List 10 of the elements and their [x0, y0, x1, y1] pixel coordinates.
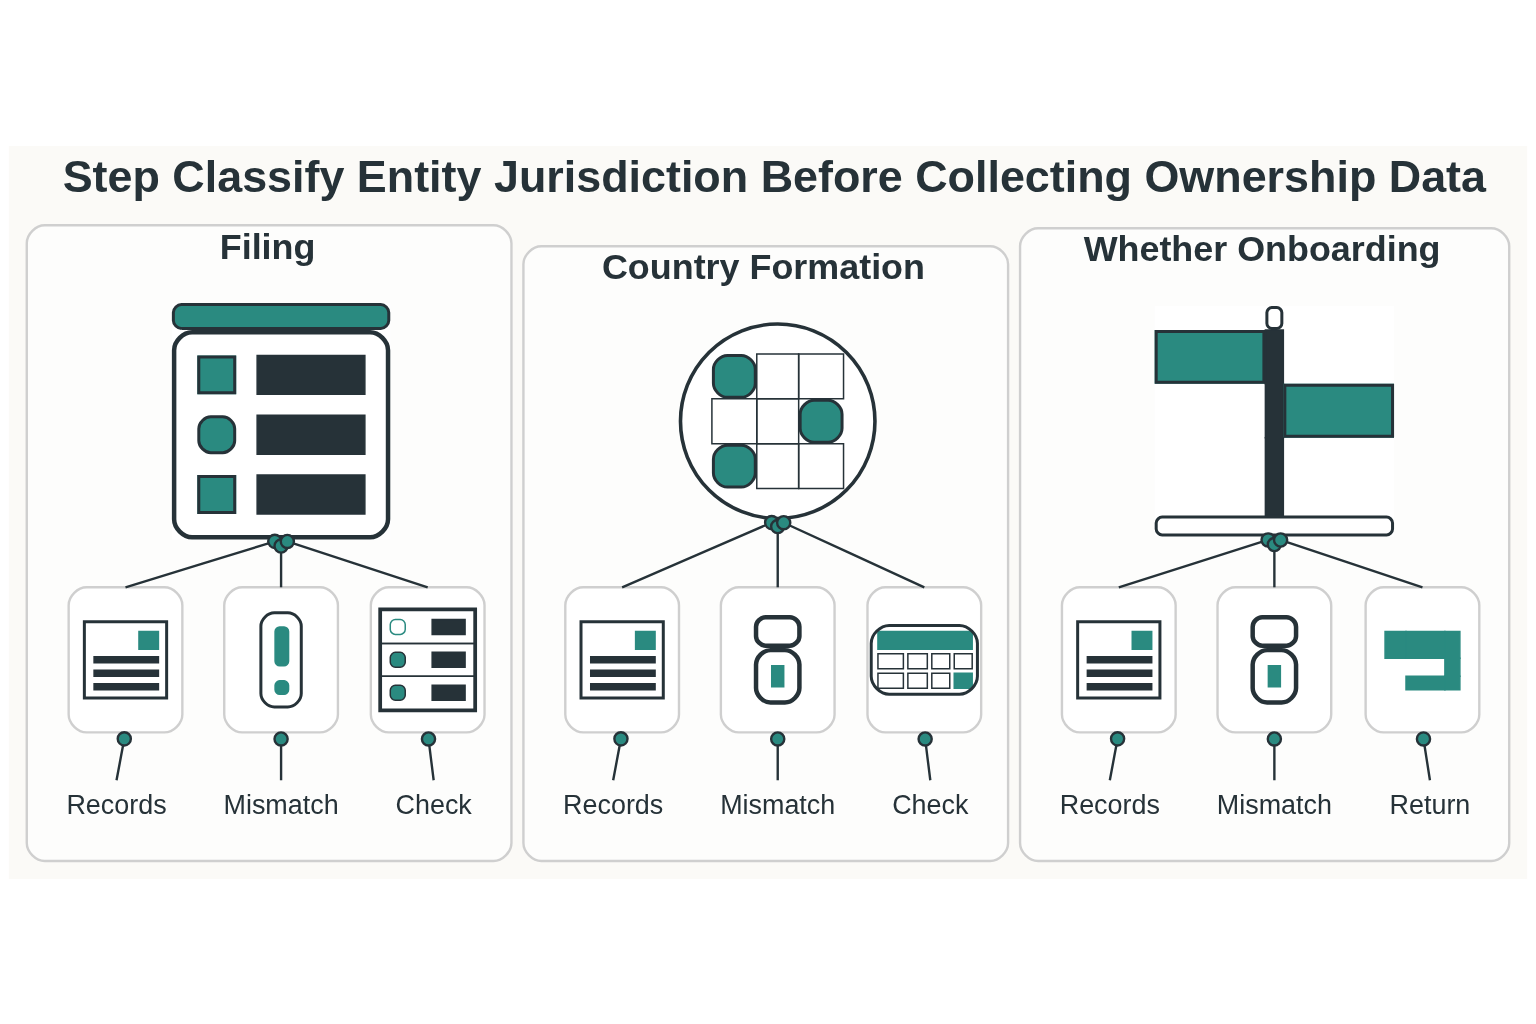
node-text: Return [1389, 789, 1471, 820]
node-text: Records [66, 789, 167, 820]
node-text: Mismatch [223, 789, 339, 820]
node-text: Check [395, 789, 472, 820]
diagram-title: Step Classify Entity Jurisdiction Before Collecting Ownership Data [62, 150, 1486, 202]
node-text: Records [563, 789, 664, 820]
node-text: Records [1059, 789, 1160, 820]
node-text: Mismatch [1216, 789, 1332, 820]
node-text: Check [892, 789, 969, 820]
node-text: Mismatch [720, 789, 836, 820]
